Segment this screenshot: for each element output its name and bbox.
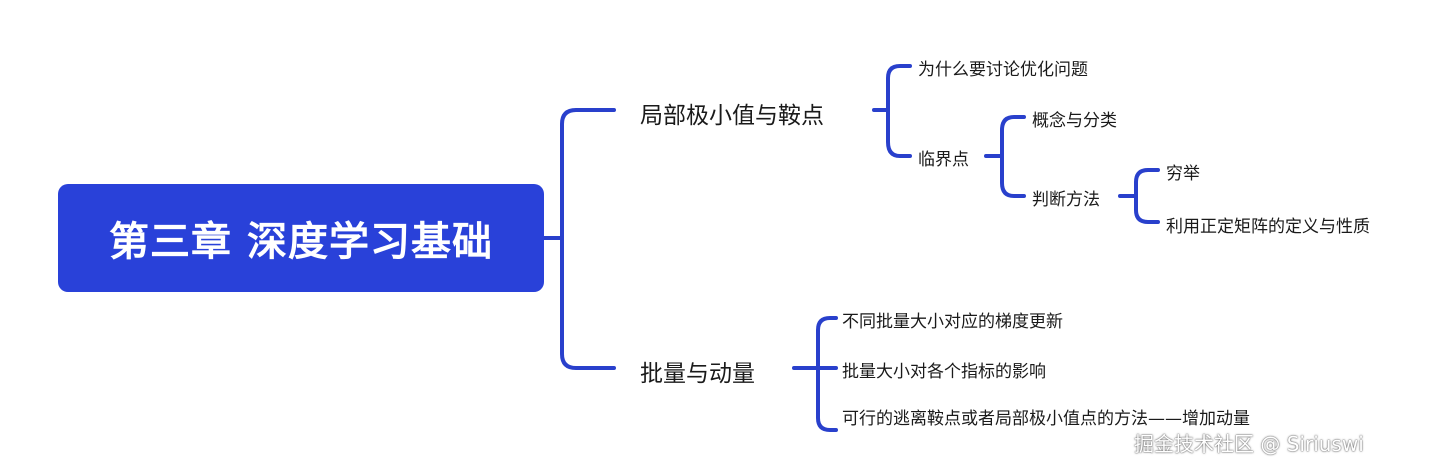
connector-batch-to-item3 [816, 366, 838, 432]
topic-judge-method[interactable]: 判断方法 [1032, 190, 1100, 210]
connector-root-to-local [560, 108, 616, 240]
root-topic-label: 第三章 深度学习基础 [109, 219, 493, 265]
topic-batch-gradient-update[interactable]: 不同批量大小对应的梯度更新 [842, 312, 1063, 332]
connector-root-to-batch [560, 236, 616, 370]
topic-local-minima-saddle[interactable]: 局部极小值与鞍点 [640, 103, 824, 129]
topic-why-optimization[interactable]: 为什么要讨论优化问题 [918, 60, 1088, 80]
connector-local-to-critical [886, 108, 912, 158]
topic-critical-point[interactable]: 临界点 [918, 150, 969, 170]
topic-exhaustive[interactable]: 穷举 [1166, 164, 1200, 184]
topic-batch-metrics-effect[interactable]: 批量大小对各个指标的影响 [842, 362, 1046, 382]
root-topic[interactable]: 第三章 深度学习基础 [58, 184, 544, 292]
connector-judge-to-matrix [1134, 194, 1160, 224]
topic-concept-classification[interactable]: 概念与分类 [1032, 111, 1117, 131]
connector-critical-to-concept [1000, 115, 1026, 158]
topic-positive-definite-matrix[interactable]: 利用正定矩阵的定义与性质 [1166, 217, 1370, 237]
connector-critical-to-judge [1000, 154, 1026, 198]
connector-judge-to-exhaust [1134, 168, 1160, 198]
topic-add-momentum[interactable]: 可行的逃离鞍点或者局部极小值点的方法——增加动量 [842, 409, 1250, 429]
watermark: 掘金技术社区 @ Siriuswi [1134, 432, 1364, 456]
connector-local-to-why [886, 64, 912, 112]
connector-batch-to-item1 [816, 316, 838, 370]
topic-batch-momentum[interactable]: 批量与动量 [640, 361, 755, 387]
